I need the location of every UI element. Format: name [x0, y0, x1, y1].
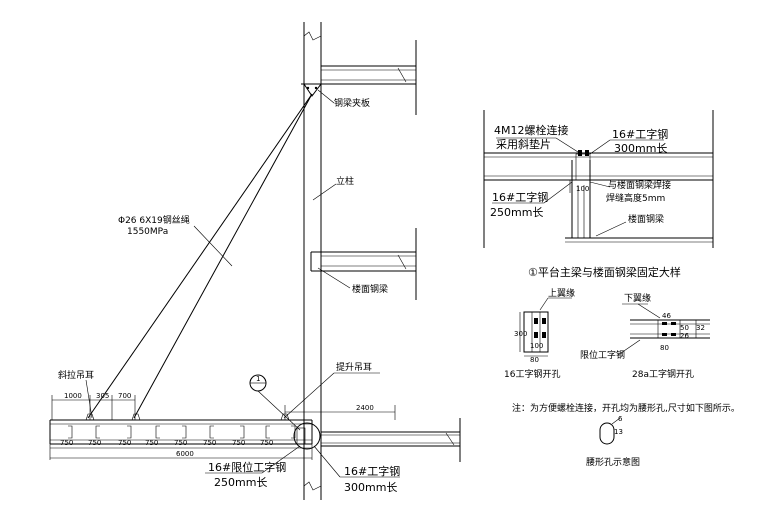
spacing-1: 750: [60, 439, 73, 447]
limit-beam-leader: [261, 445, 301, 474]
detail-callout-number: 1: [256, 375, 260, 383]
ibeam16-hole-view: [519, 311, 549, 357]
total-length: 6000: [176, 450, 194, 458]
left-ibeam-leader: [543, 181, 573, 204]
ibeam16-leader: [313, 445, 341, 478]
detail-title: ①平台主梁与楼面钢梁固定大样: [528, 265, 681, 279]
connection-detail: 100 4M12螺栓连接 采用斜垫片 16#工字钢 300mm长 与楼面钢梁焊接…: [483, 110, 714, 279]
diagonal-lug-outer: [85, 413, 95, 421]
limit-ibeam-label: 限位工字钢: [580, 349, 625, 361]
spacing-3: 750: [118, 439, 131, 447]
clamp-plate-leader: [317, 89, 335, 104]
ibeam28-hole-view: [630, 319, 710, 339]
clamp-plate: [303, 83, 322, 97]
clamp-plate-label: 钢梁夹板: [334, 97, 370, 109]
limit-beam-block: [296, 427, 306, 445]
lifting-lug-leader: [283, 372, 335, 419]
wire-rope-spec: Φ26 6X19钢丝绳: [118, 214, 190, 226]
ibeam16-spec: 16#工字钢: [344, 464, 400, 478]
spacing-4: 750: [145, 439, 158, 447]
spacing-6: 750: [203, 439, 216, 447]
beam-brackets: [68, 425, 296, 439]
hole-note: 注：为方便螺栓连接，开孔均为腰形孔,尺寸如下图所示。: [512, 402, 740, 414]
dim-2400: 2400: [356, 404, 374, 412]
hole28-dim-50: 50: [680, 324, 689, 332]
hole-details: 300 100 80 上翼缘 16工字钢开孔 46 50 32 26 80 下翼…: [504, 287, 740, 468]
platform-floor-beam: [321, 418, 461, 462]
bolt-note-1: 4M12螺栓连接: [494, 123, 569, 137]
upper-flange-label: 上翼缘: [548, 287, 575, 299]
hole28-dim-26: 26: [680, 332, 689, 340]
spacing-8: 750: [260, 439, 273, 447]
column-leader: [312, 183, 337, 201]
bottom-dimension-line: [49, 444, 313, 460]
dim-700: 700: [118, 392, 131, 400]
weld-leader: [589, 181, 611, 188]
detail-circle: [293, 422, 321, 450]
limit-beam-length: 250mm长: [214, 476, 267, 489]
floor-beam-leader: [317, 267, 351, 289]
left-ibeam-length: 250mm长: [490, 206, 543, 219]
weld-note-2: 焊缝高度5mm: [606, 192, 665, 204]
floor-beam-detail-leader: [595, 221, 627, 237]
wire-rope-leader: [193, 225, 233, 267]
diagonal-lug-label: 斜拉吊耳: [58, 369, 94, 381]
hole16-dim-100: 100: [530, 342, 543, 350]
column-label: 立柱: [336, 175, 354, 187]
weld-note-1: 与楼面钢梁焊接: [608, 179, 671, 191]
bolt-plate: [575, 153, 591, 181]
column-break-bottom: [303, 481, 322, 491]
slot-dim-2: 13: [614, 428, 623, 436]
diagonal-lug-leader: [85, 379, 93, 419]
hole16-dim-300: 300: [514, 330, 527, 338]
hole28-dim-80: 80: [660, 344, 669, 352]
lifting-lug: [280, 413, 290, 421]
hole28-dim-46: 46: [662, 312, 671, 320]
spacing-2: 750: [88, 439, 101, 447]
limit-beam-spec: 16#限位工字钢: [208, 460, 286, 474]
column-break-top: [303, 31, 322, 41]
wire-rope-strength: 1550MPa: [127, 227, 168, 237]
slot-hole-shape: [599, 422, 615, 445]
bolt-leader: [555, 137, 579, 153]
bolt-1: [578, 150, 582, 156]
hole28-dim-32: 32: [696, 324, 705, 332]
top-ibeam-length: 300mm长: [614, 142, 667, 155]
detail-floor-beam-label: 楼面钢梁: [628, 213, 664, 225]
spacing-5: 750: [174, 439, 187, 447]
top-dimension-line: [51, 395, 396, 420]
diagonal-lug-inner: [131, 413, 141, 421]
spacing-7: 750: [232, 439, 245, 447]
slot-hole-caption: 腰形孔示意图: [586, 456, 640, 468]
bolt-2: [585, 150, 589, 156]
top-ibeam-spec: 16#工字钢: [612, 127, 668, 141]
hole16-dim-80: 80: [530, 356, 539, 364]
dim-100: 100: [576, 185, 589, 193]
dim-305: 305: [96, 392, 109, 400]
left-ibeam-spec: 16#工字钢: [492, 190, 548, 204]
top-ibeam-leader: [589, 139, 611, 155]
dim-1000: 1000: [64, 392, 82, 400]
ibeam28-hole-caption: 28a工字钢开孔: [632, 368, 694, 380]
floor-beam-label: 楼面钢梁: [352, 283, 388, 295]
elevation-view: 钢梁夹板 立柱 楼面钢梁 Φ26 6X19钢丝绳 1550MPa 斜拉吊耳 提升…: [49, 22, 461, 500]
ibeam16-hole-caption: 16工字钢开孔: [504, 368, 560, 380]
slot-dim-1: 6: [618, 415, 623, 423]
wire-rope-outer: [87, 93, 313, 419]
wire-rope-inner: [133, 93, 313, 419]
lifting-lug-label: 提升吊耳: [336, 362, 372, 373]
lower-floor-beam: [310, 228, 417, 300]
platform-main-beam: [49, 419, 313, 445]
upper-floor-beam: [301, 40, 417, 115]
lower-flange-label: 下翼缘: [624, 292, 651, 304]
ibeam16-length: 300mm长: [344, 481, 397, 494]
bolt-note-2: 采用斜垫片: [496, 137, 551, 151]
